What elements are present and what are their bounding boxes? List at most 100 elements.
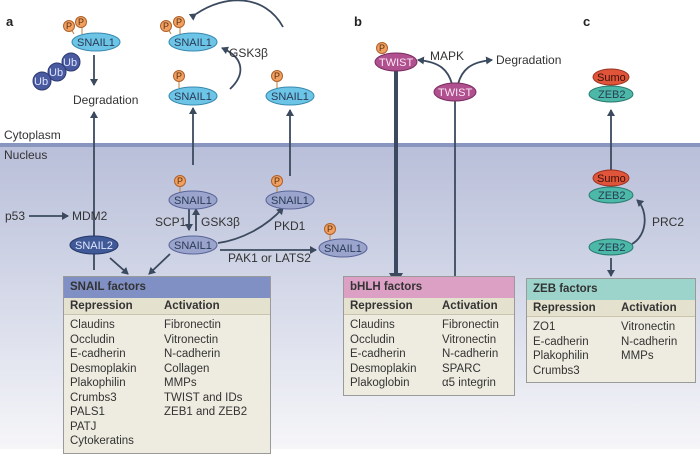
list-item: Fibronectin <box>164 319 221 331</box>
zeb-factors-subheader: Repression Activation <box>527 300 695 317</box>
svg-text:ZEB2: ZEB2 <box>598 89 626 101</box>
svg-text:TWIST: TWIST <box>379 57 413 69</box>
mdm2-label: MDM2 <box>72 209 108 223</box>
svg-text:P: P <box>78 17 84 27</box>
arrow-twist-degradation <box>457 56 493 85</box>
list-item: Fibronectin <box>442 319 499 331</box>
list-item: Crumbs3 <box>70 391 117 404</box>
phosphate-icon <box>174 175 186 187</box>
panel-letter-b: b <box>354 14 362 29</box>
arrow-snail1-to-box <box>148 253 171 275</box>
list-item: MMPs <box>164 377 197 389</box>
prc2-label: PRC2 <box>652 215 684 229</box>
repression-header: Repression <box>533 302 596 314</box>
p53-label: p53 <box>5 209 25 223</box>
list-item: Vitronectin <box>164 333 219 346</box>
ubiquitin-icon <box>47 62 67 82</box>
snail-activation-list: Fibronectin Vitronectin N-cadherin Colla… <box>164 318 247 449</box>
bhlh-factors-subheader: Repression Activation <box>344 298 514 315</box>
zeb-activation-list: Vitronectin N-cadherin MMPs <box>621 320 677 378</box>
phospho-group-twist: P <box>376 42 388 54</box>
list-item: Collagen <box>164 362 210 375</box>
arrow-snail-to-degradation-loop <box>188 0 284 28</box>
phosphate-icon <box>160 20 172 32</box>
svg-text:P: P <box>379 43 385 53</box>
list-item: ZEB1 and ZEB2 <box>164 406 248 418</box>
snail1-pkd1-nuc: SNAIL1 <box>265 190 315 210</box>
list-item: Plakophilin <box>533 350 589 362</box>
gsk3b-cyto-label: GSK3β <box>229 46 268 60</box>
svg-text:SNAIL1: SNAIL1 <box>174 91 212 103</box>
svg-text:Sumo: Sumo <box>597 72 626 84</box>
sumo-zeb2-nuc: Sumo ZEB2 <box>588 169 634 204</box>
nucleus-label: Nucleus <box>4 148 47 162</box>
repression-header: Repression <box>350 300 413 312</box>
svg-text:P: P <box>176 71 182 81</box>
svg-text:P: P <box>274 71 280 81</box>
snail1-pak1-nuc: SNAIL1 <box>318 238 368 258</box>
activation-header: Activation <box>164 300 220 312</box>
ubiquitin-chain: Ub Ub Ub <box>32 52 81 91</box>
gsk3b-nuc-label: GSK3β <box>201 215 240 229</box>
svg-text:SNAIL1: SNAIL1 <box>77 37 115 49</box>
phosphate-icon <box>376 42 388 54</box>
svg-text:P: P <box>163 21 169 31</box>
snail-factors-subheader: Repression Activation <box>64 298 270 315</box>
pkd1-label: PKD1 <box>274 219 306 233</box>
zeb-factors-box: ZEB factors Repression Activation ZO1 E-… <box>526 278 696 383</box>
snail-factors-box: SNAIL factors Repression Activation Clau… <box>63 276 271 454</box>
svg-text:Ub: Ub <box>49 67 63 79</box>
svg-text:SNAIL1: SNAIL1 <box>324 243 362 255</box>
svg-text:P: P <box>176 17 182 27</box>
ubiquitin-icon <box>61 52 81 72</box>
svg-text:P: P <box>274 176 280 186</box>
panel-letter-a: a <box>6 14 14 29</box>
bhlh-activation-list: Fibronectin Vitronectin N-cadherin SPARC… <box>442 318 499 391</box>
list-item: Plakophilin <box>70 377 126 389</box>
twist-phospho: TWIST <box>374 52 418 72</box>
list-item: Occludin <box>350 333 395 346</box>
phosphate-icon <box>324 223 336 235</box>
list-item: Plakoglobin <box>350 377 410 389</box>
zeb-repression-list: ZO1 E-cadherin Plakophilin Crumbs3 <box>533 320 621 378</box>
list-item: Desmoplakin <box>350 362 417 375</box>
svg-text:P: P <box>177 176 183 186</box>
svg-text:Sumo: Sumo <box>597 173 626 185</box>
list-item: TWIST and IDs <box>164 391 243 404</box>
nuclear-membrane <box>0 143 700 147</box>
list-item: Claudins <box>350 319 395 331</box>
svg-text:SNAIL1: SNAIL1 <box>174 195 212 207</box>
activation-header: Activation <box>621 302 677 314</box>
svg-text:TWIST: TWIST <box>438 87 472 99</box>
list-item: E-cadherin <box>533 335 589 348</box>
snail-repression-list: Claudins Occludin E-cadherin Desmoplakin… <box>70 318 164 449</box>
activation-header: Activation <box>442 300 498 312</box>
snail1-phospho-nuc: SNAIL1 <box>168 190 218 210</box>
snail1-phospho-cyto: SNAIL1 <box>168 86 218 106</box>
panel-letter-c: c <box>583 14 590 29</box>
snail1-nuc: SNAIL1 <box>168 235 218 255</box>
list-item: Occludin <box>70 333 115 346</box>
bhlh-factors-title: bHLH factors <box>344 277 514 298</box>
svg-text:SNAIL1: SNAIL1 <box>174 240 212 252</box>
list-item: Vitronectin <box>442 333 497 346</box>
snail1-ubiquitinated: SNAIL1 <box>71 32 121 52</box>
phospho-group: P P P P P P <box>63 16 283 88</box>
list-item: E-cadherin <box>350 348 406 360</box>
degradation-label-a: Degradation <box>73 93 138 107</box>
snail1-pkd1-cyto: SNAIL1 <box>265 86 315 106</box>
list-item: N-cadherin <box>442 348 499 360</box>
phosphate-icon <box>63 20 75 32</box>
list-item: Claudins <box>70 319 115 331</box>
list-item: PALS1 <box>70 406 105 418</box>
phosphate-icon <box>271 175 283 187</box>
list-item: Desmoplakin <box>70 362 137 375</box>
cytoplasm-label: Cytoplasm <box>4 128 61 142</box>
sumo-zeb2-cyto: Sumo ZEB2 <box>588 68 634 103</box>
bhlh-factors-box: bHLH factors Repression Activation Claud… <box>343 276 515 396</box>
mapk-label: MAPK <box>430 49 464 63</box>
phospho-group-nuc: P P P <box>174 175 336 242</box>
list-item: Vitronectin <box>621 321 676 333</box>
pak1-lats2-label: PAK1 or LATS2 <box>228 251 311 265</box>
